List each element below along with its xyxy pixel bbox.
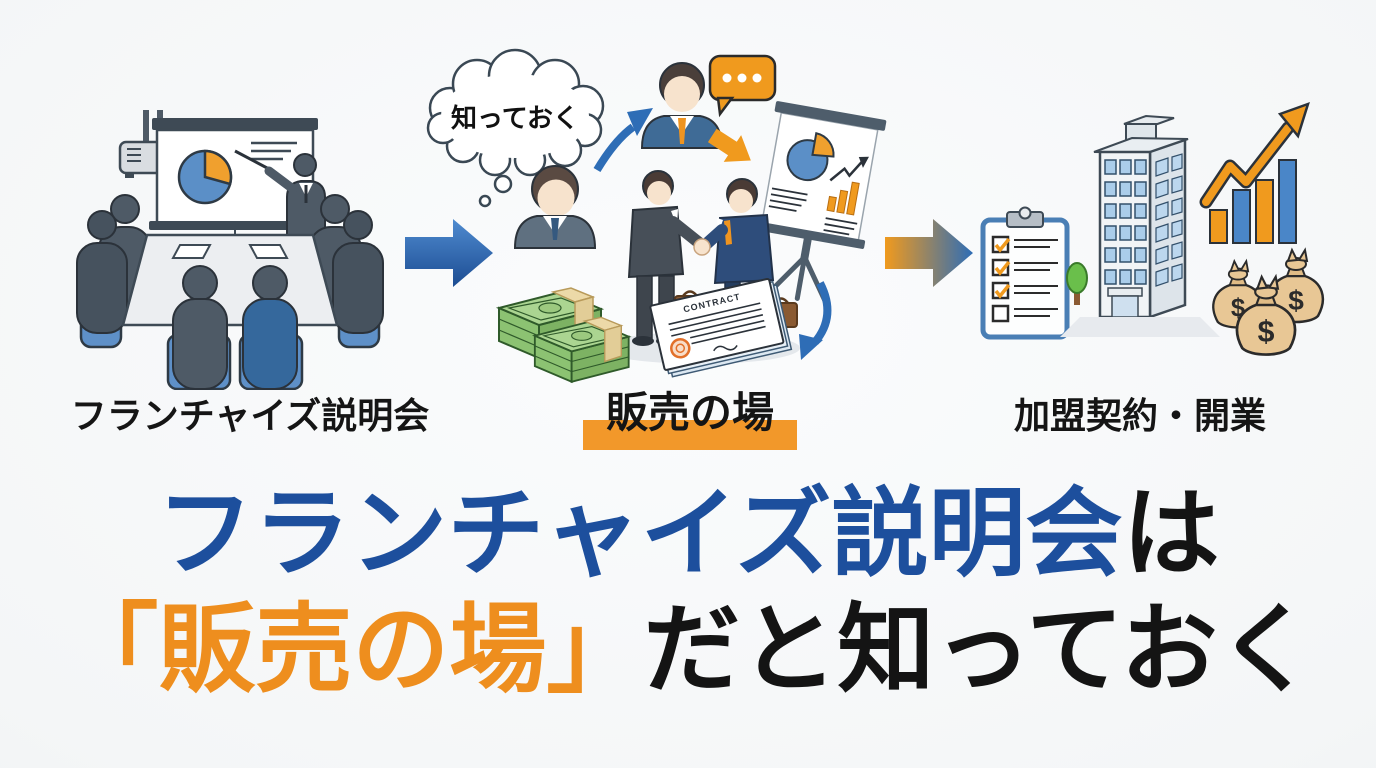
office-building-icon (1060, 114, 1220, 337)
speaking-person-icon (640, 62, 724, 149)
flow-arrow-blue-icon (405, 219, 493, 287)
caption-sales-venue: 販売の場 (605, 389, 774, 436)
checklist-clipboard-icon (980, 206, 1070, 340)
pie-chart-icon (177, 149, 233, 205)
presenter-icon (234, 149, 326, 246)
tree-icon (1066, 262, 1088, 305)
curved-arrow-down-icon (799, 281, 832, 360)
curved-arrow-up-icon (593, 108, 653, 173)
growth-chart-icon (1199, 101, 1310, 244)
caption-highlight-band (583, 420, 797, 450)
flow-arrow-gradient-icon (885, 219, 973, 287)
orange-arrow-icon (707, 128, 751, 162)
contract-opening-illustration: $ $ $ (980, 101, 1325, 356)
meeting-table-icon (121, 233, 339, 327)
flipchart-icon (753, 101, 887, 304)
dollar-symbol: $ (1288, 285, 1304, 316)
dollar-symbol: $ (1258, 316, 1275, 349)
headline-line1-black: は (1122, 479, 1220, 588)
headline: フランチャイズ説明会は 「販売の場」だと知っておく (0, 476, 1376, 709)
sales-venue-illustration: 知っておく (426, 48, 887, 384)
speech-bubble-icon (708, 54, 777, 118)
front-audience-icon (166, 265, 304, 390)
headline-line-1: フランチャイズ説明会は (0, 476, 1376, 592)
money-bags-icon: $ $ $ (1212, 247, 1325, 356)
caption-contract-opening: 加盟契約・開業 (1013, 395, 1266, 436)
caption-seminar: フランチャイズ説明会 (70, 395, 430, 436)
headline-line2-black: だと知っておく (643, 595, 1315, 705)
thinking-person-icon (513, 165, 597, 249)
headline-line1-blue: フランチャイズ説明会 (156, 479, 1123, 588)
headline-line2-orange: 「販売の場」 (61, 595, 644, 705)
seminar-illustration (76, 110, 384, 390)
contract-icon: CONTRACT (649, 277, 793, 378)
money-stack-icon (495, 287, 632, 384)
headline-line-2: 「販売の場」だと知っておく (0, 592, 1376, 708)
thought-bubble-text: 知っておく (451, 103, 579, 133)
thought-bubble-icon: 知っておく (426, 48, 605, 208)
